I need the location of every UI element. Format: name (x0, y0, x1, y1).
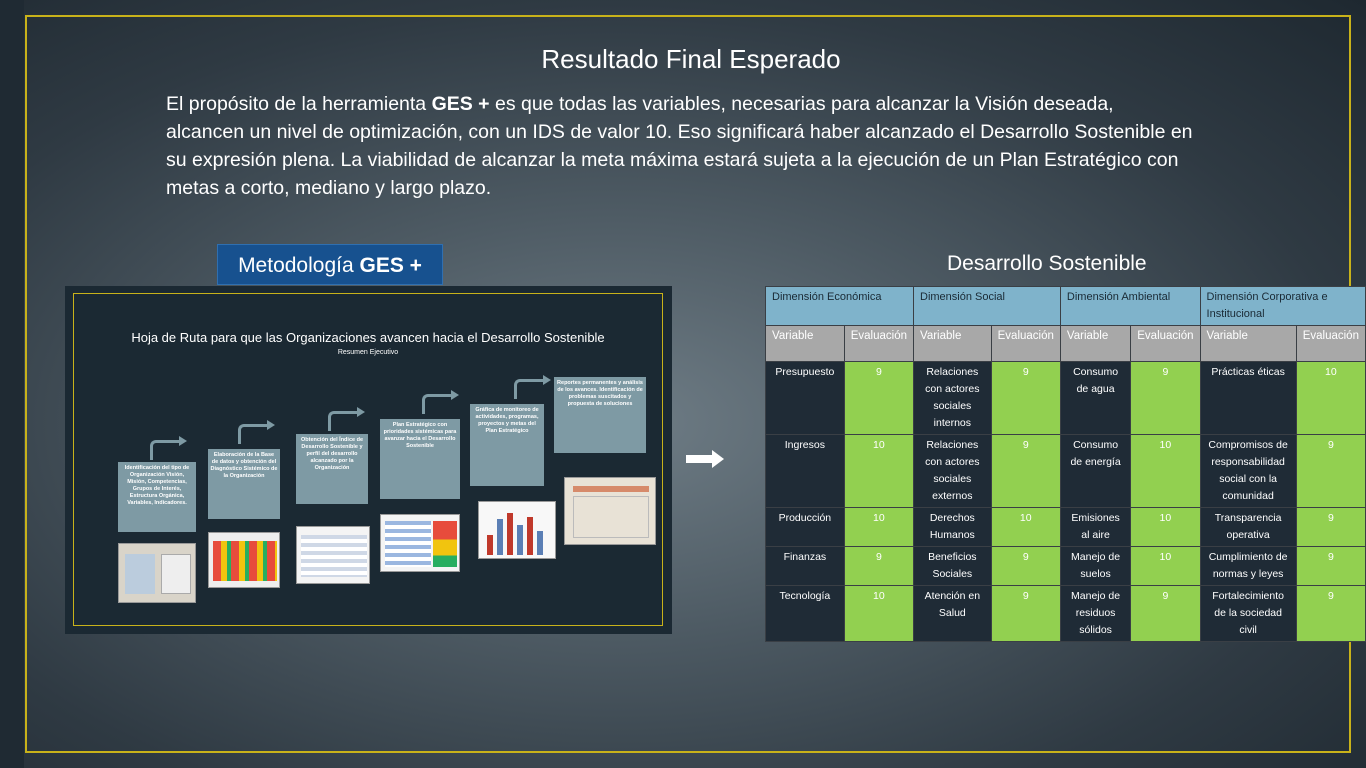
variable-cell: Beneficios Sociales (913, 546, 992, 586)
variable-cell: Compromisos de responsabilidad social co… (1199, 434, 1297, 508)
evaluation-cell: 10 (1130, 507, 1201, 547)
table-row: Presupuesto 9 Relaciones con actores soc… (765, 361, 1366, 435)
evaluation-cell: 9 (1295, 546, 1366, 586)
variable-cell: Producción (765, 507, 845, 547)
evaluation-cell: 10 (843, 585, 915, 642)
step-arrow-icon (422, 390, 459, 414)
evaluation-cell: 10 (843, 507, 915, 547)
metodologia-label: Metodología GES + (217, 244, 443, 285)
variable-cell: Cumplimiento de normas y leyes (1199, 546, 1297, 586)
metodologia-label-prefix: Metodología (238, 254, 360, 277)
database-thumbnail (208, 532, 280, 588)
intro-prefix: El propósito de la herramienta (166, 93, 432, 115)
column-header-row: Variable Evaluación Variable Evaluación … (765, 325, 1366, 362)
variable-cell: Consumo de energía (1059, 434, 1132, 508)
step-arrow-icon (150, 436, 187, 460)
evaluation-cell: 10 (1130, 434, 1201, 508)
metodologia-label-bold: GES + (359, 254, 422, 277)
index-thumbnail (296, 526, 370, 584)
dimension-header: Dimensión Ambiental (1059, 286, 1201, 326)
dimension-header: Dimensión Social (913, 286, 1061, 326)
evaluation-cell: 9 (1295, 585, 1366, 642)
variable-cell: Fortalecimiento de la sociedad civil (1199, 585, 1297, 642)
variable-cell: Finanzas (765, 546, 845, 586)
variable-cell: Transparencia operativa (1199, 507, 1297, 547)
evaluation-header: Evaluación (990, 325, 1061, 362)
step-arrow-icon (238, 420, 275, 444)
variable-cell: Consumo de agua (1059, 361, 1132, 435)
evaluation-cell: 9 (1295, 434, 1366, 508)
variable-cell: Relaciones con actores sociales externos (913, 434, 992, 508)
evaluation-header: Evaluación (1295, 325, 1366, 362)
roadmap-step: Obtención del Índice de Desarrollo Soste… (296, 434, 368, 504)
intro-paragraph: El propósito de la herramienta GES + es … (166, 90, 1196, 202)
table-row: Producción 10 Derechos Humanos 10 Emisio… (765, 507, 1366, 547)
variable-cell: Atención en Salud (913, 585, 992, 642)
variable-cell: Ingresos (765, 434, 845, 508)
evaluation-cell: 10 (1130, 546, 1201, 586)
variable-cell: Derechos Humanos (913, 507, 992, 547)
table-row: Ingresos 10 Relaciones con actores socia… (765, 434, 1366, 508)
evaluation-cell: 9 (990, 361, 1061, 435)
evaluation-cell: 9 (1130, 585, 1201, 642)
evaluation-cell: 9 (1130, 361, 1201, 435)
variable-cell: Relaciones con actores sociales internos (913, 361, 992, 435)
slide-title: Resultado Final Esperado (541, 44, 841, 74)
evaluation-cell: 9 (843, 361, 915, 435)
dimension-header: Dimensión Corporativa e Institucional (1199, 286, 1366, 326)
evaluation-cell: 9 (990, 585, 1061, 642)
variable-header: Variable (913, 325, 992, 362)
evaluation-cell: 10 (843, 434, 915, 508)
step-arrow-icon (328, 407, 365, 431)
roadmap-step: Elaboración de la Base de datos y obtenc… (208, 449, 280, 519)
dimension-header-row: Dimensión Económica Dimensión Social Dim… (765, 286, 1366, 326)
arrow-head (712, 450, 724, 468)
evaluation-cell: 10 (990, 507, 1061, 547)
diagram-thumbnail (118, 543, 196, 603)
roadmap-step: Reportes permanentes y análisis de los a… (554, 377, 646, 453)
desarrollo-title: Desarrollo Sostenible (947, 252, 1147, 275)
roadmap-image: Hoja de Ruta para que las Organizaciones… (65, 286, 672, 634)
variable-header: Variable (1199, 325, 1297, 362)
roadmap-title: Hoja de Ruta para que las Organizaciones… (131, 330, 605, 345)
desarrollo-table: Dimensión Económica Dimensión Social Dim… (765, 286, 1366, 642)
roadmap-subtitle: Resumen Ejecutivo (337, 349, 399, 356)
intro-bold: GES + (431, 93, 490, 115)
variable-cell: Prácticas éticas (1199, 361, 1297, 435)
variable-cell: Presupuesto (765, 361, 845, 435)
intro-rest: es que todas las variables, necesarias p… (166, 93, 1193, 199)
right-arrow-icon (686, 450, 726, 468)
roadmap-border: Hoja de Ruta para que las Organizaciones… (73, 293, 663, 626)
variable-header: Variable (1059, 325, 1132, 362)
evaluation-cell: 9 (990, 546, 1061, 586)
arrow-shaft (686, 455, 714, 463)
evaluation-cell: 10 (1295, 361, 1366, 435)
variable-cell: Emisiones al aire (1059, 507, 1132, 547)
chart-thumbnail (478, 501, 556, 559)
plan-thumbnail (380, 514, 460, 572)
variable-cell: Manejo de residuos sólidos (1059, 585, 1132, 642)
dimension-header: Dimensión Económica (765, 286, 914, 326)
evaluation-header: Evaluación (843, 325, 915, 362)
variable-cell: Tecnología (765, 585, 845, 642)
variable-cell: Manejo de suelos (1059, 546, 1132, 586)
evaluation-header: Evaluación (1130, 325, 1201, 362)
evaluation-cell: 9 (990, 434, 1061, 508)
table-row: Finanzas 9 Beneficios Sociales 9 Manejo … (765, 546, 1366, 586)
roadmap-step: Identificación del tipo de Organización … (118, 462, 196, 532)
left-edge-strip (0, 0, 24, 768)
step-arrow-icon (514, 375, 551, 399)
roadmap-step: Gráfica de monitoreo de actividades, pro… (470, 404, 544, 486)
evaluation-cell: 9 (843, 546, 915, 586)
table-row: Tecnología 10 Atención en Salud 9 Manejo… (765, 585, 1366, 642)
evaluation-cell: 9 (1295, 507, 1366, 547)
roadmap-step: Plan Estratégico con prioridades sistémi… (380, 419, 460, 499)
variable-header: Variable (765, 325, 845, 362)
report-thumbnail (564, 477, 656, 545)
